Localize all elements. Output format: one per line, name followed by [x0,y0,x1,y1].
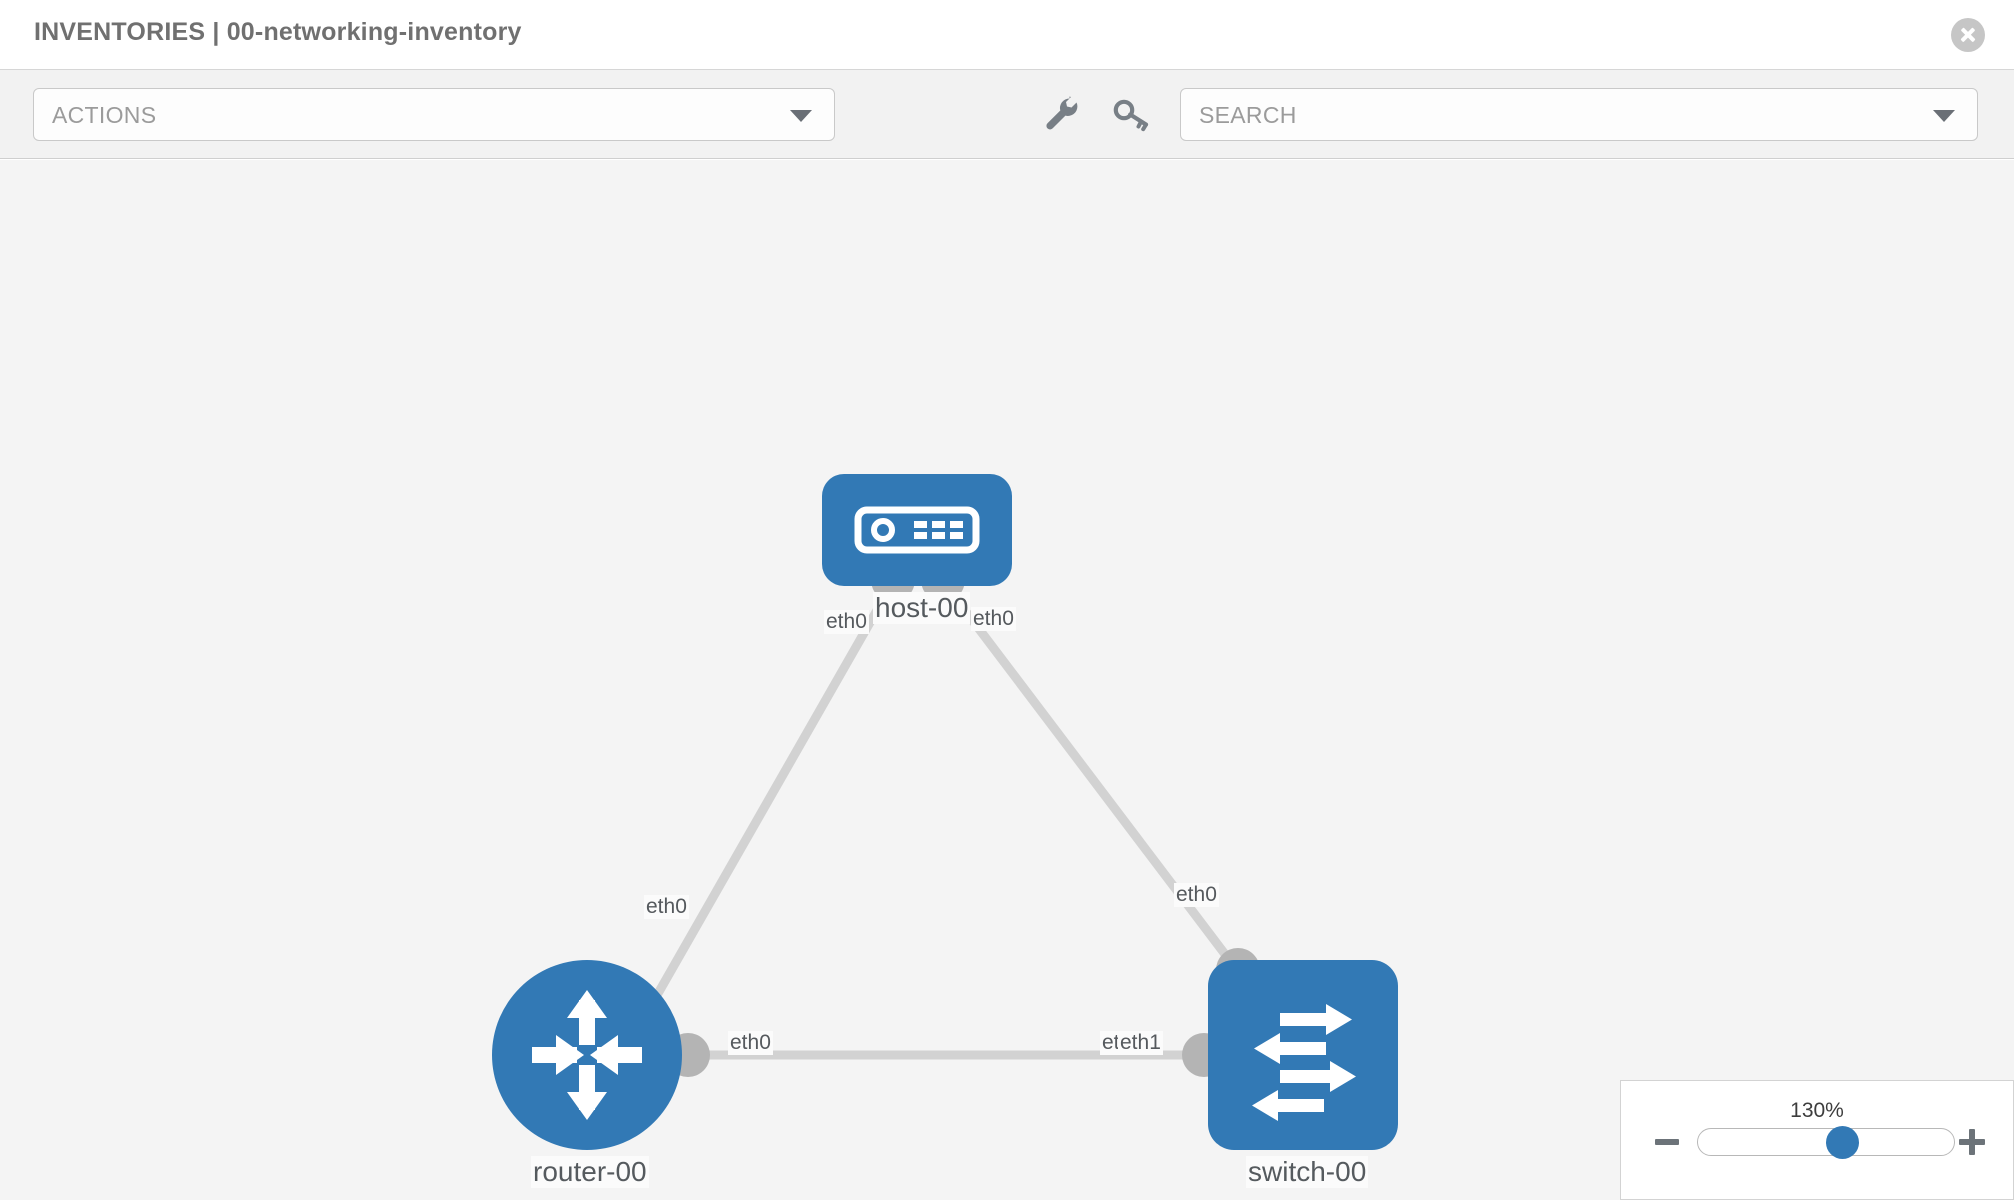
node-host-00[interactable] [822,474,1012,586]
node-switch-00[interactable] [1208,960,1398,1150]
actions-dropdown[interactable]: ACTIONS [33,88,835,141]
interface-label-switch-uplink: eth0 [1174,883,1219,907]
chevron-down-icon [1933,109,1955,122]
zoom-level-value: 130% [1790,1099,1844,1122]
zoom-slider-thumb[interactable] [1826,1125,1860,1159]
server-icon [854,506,980,554]
switch-arrows-icon [1252,1004,1356,1121]
topology-links-layer [636,558,1260,1077]
interface-label-host-left: eth0 [824,610,869,634]
toolbar: ACTIONS SEARCH [0,69,2014,159]
plus-icon[interactable] [1959,1129,1985,1155]
node-label-router-00: router-00 [531,1156,649,1188]
node-router-00[interactable] [492,960,682,1150]
minus-icon[interactable] [1655,1139,1679,1145]
topology-canvas[interactable]: host-00 router-00 switch-00 eth0 eth0 et… [0,160,2014,1200]
close-icon[interactable] [1951,18,1985,52]
link-host-router [636,581,896,1028]
zoom-slider[interactable] [1697,1125,1955,1159]
actions-dropdown-label: ACTIONS [52,102,157,128]
interface-label-router-uplink: eth0 [644,895,689,919]
node-label-host-00: host-00 [873,592,971,624]
zoom-control-panel: 130% [1620,1080,2014,1200]
interface-label-switch-left-over: eth1 [1118,1031,1163,1055]
wrench-icon[interactable] [1041,93,1083,135]
page-header: INVENTORIES | 00-networking-inventory [0,0,2014,69]
interface-label-router-right: eth0 [728,1031,773,1055]
interface-label-host-right: eth0 [971,607,1016,631]
page-title: INVENTORIES | 00-networking-inventory [34,18,522,46]
search-input[interactable]: SEARCH [1180,88,1978,141]
key-icon[interactable] [1110,93,1152,135]
link-host-switch [941,581,1247,981]
node-label-switch-00: switch-00 [1246,1156,1369,1188]
search-input-value: SEARCH [1199,102,1297,128]
router-arrows-icon [532,990,642,1120]
chevron-down-icon [790,109,812,122]
